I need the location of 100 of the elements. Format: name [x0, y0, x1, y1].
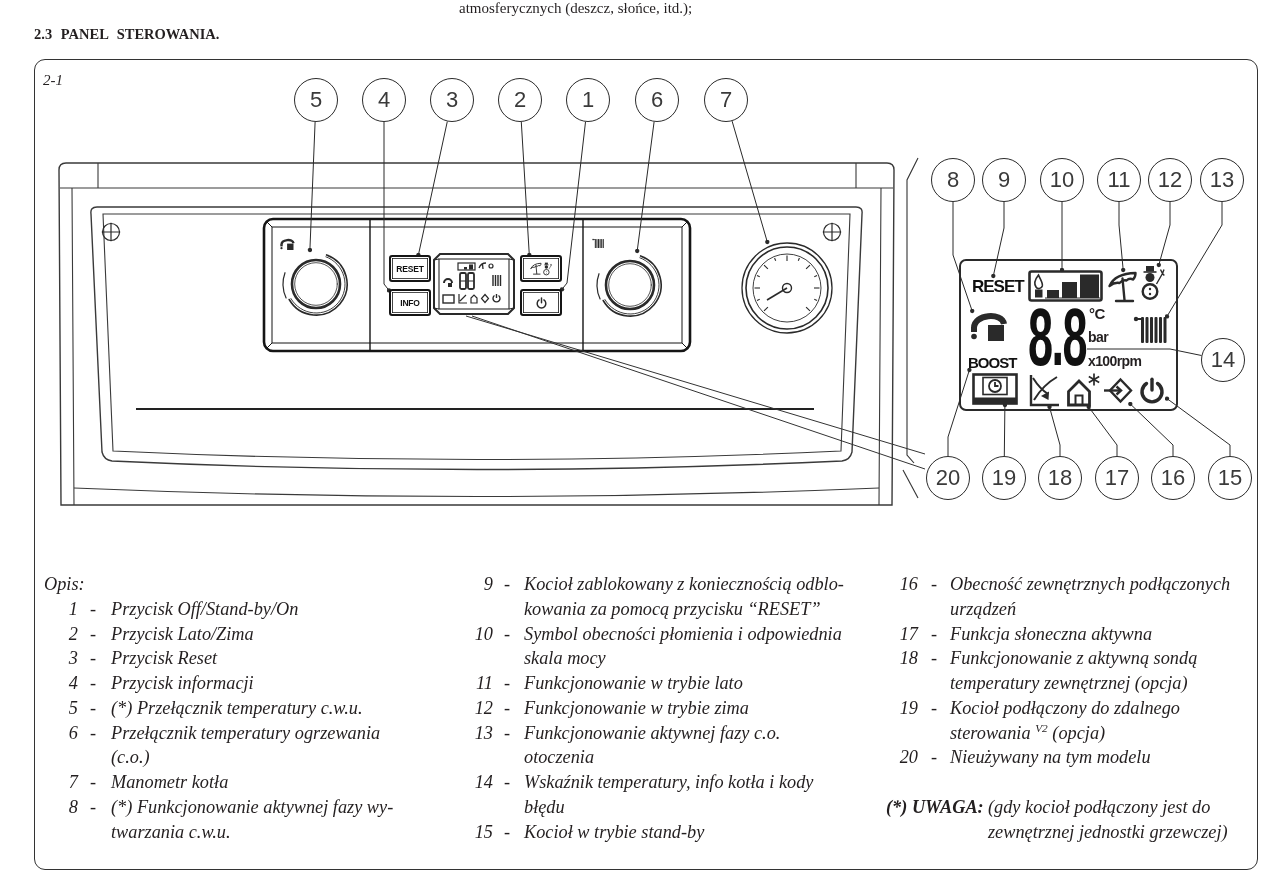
- dash-separator: -: [931, 746, 938, 770]
- radiator-icon: [1133, 315, 1167, 345]
- unit-label: x100rpm: [1088, 354, 1142, 368]
- dash-separator: -: [90, 622, 97, 646]
- leader-line: [559, 121, 586, 292]
- arrow-diamond-icon: [1103, 377, 1133, 404]
- season-button: [520, 255, 562, 282]
- snowman-icon: [1141, 265, 1165, 301]
- item-description: Wskaźnik temperatury, info kotła i kody błędu: [524, 771, 815, 819]
- leader-line: [1128, 401, 1174, 457]
- item-number: 14: [474, 771, 493, 794]
- item-description: (*) Przełącznik temperatury c.w.u.: [111, 696, 363, 720]
- item-number: 19: [899, 696, 918, 720]
- item-description: Kocioł zablokowany z koniecznością odblo- kowania za pomocą przycisku “RESET”: [524, 573, 845, 621]
- dash-separator: -: [90, 672, 97, 695]
- item-description: (*) Funkcjonowanie aktywnej fazy wy- twarzania c.w.u.: [111, 795, 395, 844]
- leader-line: [307, 121, 316, 253]
- tap-icon: [968, 311, 1010, 341]
- item-number: 1: [68, 597, 78, 621]
- dash-separator: -: [504, 820, 511, 844]
- item-number: 12: [474, 696, 493, 720]
- leader-line: [1164, 396, 1231, 457]
- item-description: Nieużywany na tym modelu: [950, 746, 1151, 770]
- remote-control-icon: [972, 373, 1018, 405]
- item-description: Obecność zewnętrznych podłączonych urządzeń: [950, 573, 1232, 621]
- item-description: Przełącznik temperatury ogrzewania (c.o.): [111, 721, 382, 770]
- unit-label: bar: [1088, 330, 1109, 344]
- leader-line: [1059, 201, 1065, 273]
- leader-line: [383, 121, 392, 293]
- dash-separator: -: [504, 696, 511, 720]
- leader-line: [731, 120, 770, 245]
- pressure-gauge: [741, 242, 833, 334]
- item-number: 16: [899, 573, 918, 596]
- item-number: 10: [474, 622, 493, 646]
- item-number: 9: [483, 573, 493, 596]
- item-description: Przycisk Reset: [111, 647, 218, 671]
- info-button: INFO: [389, 289, 431, 316]
- lcd-screen: [959, 259, 1178, 411]
- dash-separator: -: [90, 647, 97, 671]
- paragraph-text: atmosferycznych (deszcz, słońce, itd.);: [459, 0, 693, 18]
- reset-indicator: RESET: [972, 276, 1026, 298]
- leader-line: [1164, 201, 1223, 319]
- item-number: 7: [68, 771, 78, 794]
- item-description: Funkcjonowanie w trybie zima: [524, 696, 749, 720]
- item-description: Manometr kotła: [111, 771, 229, 794]
- item-number: 13: [474, 721, 493, 745]
- dash-separator: -: [931, 647, 938, 671]
- umbrella-icon: [1107, 270, 1138, 303]
- boost-indicator: BOOST: [968, 355, 1020, 370]
- leader-line: [1086, 348, 1202, 356]
- item-number: 11: [476, 672, 493, 695]
- item-description: Funkcja słoneczna aktywna: [950, 622, 1153, 646]
- item-description: Funkcjonowanie w trybie lato: [524, 672, 743, 695]
- dash-separator: -: [90, 597, 97, 621]
- leader-line: [1086, 404, 1118, 457]
- power-button: [520, 289, 562, 316]
- dash-separator: -: [504, 573, 511, 596]
- note-heading: (*) UWAGA:: [886, 795, 984, 819]
- power-icon: [1137, 377, 1167, 404]
- item-description: Przycisk Off/Stand-by/On: [111, 597, 299, 621]
- digit-readout: 8.8: [1027, 305, 1087, 369]
- leader-line: [635, 121, 655, 254]
- dash-separator: -: [90, 696, 97, 720]
- item-description: Symbol obecności płomienia i odpowiednia skala mocy: [524, 622, 843, 671]
- note-text: (gdy kocioł podłączony jest do zewnętrznej jednostki grzewczej): [988, 795, 1229, 844]
- item-description: Funkcjonowanie z aktywną sondą temperatury zewnętrznej (opcja): [950, 647, 1199, 695]
- heating-curve-icon: [1027, 373, 1060, 407]
- description-heading: Opis:: [44, 573, 85, 596]
- item-description: Przycisk Lato/Zima: [111, 622, 254, 646]
- leader-line: [952, 201, 975, 314]
- item-number: 15: [474, 820, 493, 844]
- dash-separator: -: [90, 771, 97, 794]
- flame-power-scale-icon: [1028, 270, 1103, 302]
- leader-line: [991, 201, 1005, 279]
- item-number: 4: [68, 672, 78, 695]
- dash-separator: -: [504, 721, 511, 745]
- section-title: 2.3 PANEL STEROWANIA.: [34, 26, 220, 43]
- item-description: Kocioł w trybie stand-by: [524, 820, 705, 844]
- dash-separator: -: [504, 771, 511, 794]
- item-description: Kocioł podłączony do zdalnego sterowania $^{V2}$ (opcja): [950, 696, 1181, 745]
- dash-separator: -: [504, 622, 511, 646]
- dash-separator: -: [90, 721, 97, 745]
- unit-label: °C: [1089, 306, 1105, 321]
- item-number: 3: [68, 647, 78, 671]
- dash-separator: -: [90, 795, 97, 819]
- item-number: 5: [68, 696, 78, 720]
- item-number: 17: [899, 622, 918, 646]
- leader-line: [1156, 201, 1171, 268]
- item-number: 8: [68, 795, 78, 819]
- item-number: 6: [68, 721, 78, 745]
- reset-button: RESET: [389, 255, 431, 282]
- item-description: Funkcjonowanie aktywnej fazy c.o. otoczenia: [524, 721, 782, 770]
- item-number: 18: [899, 647, 918, 671]
- item-number: 20: [899, 746, 918, 770]
- item-number: 2: [68, 622, 78, 646]
- dash-separator: -: [931, 696, 938, 720]
- figure-number: 2-1: [43, 72, 63, 90]
- leader-line: [416, 121, 448, 258]
- leader-line: [947, 367, 972, 457]
- leader-line: [520, 121, 532, 258]
